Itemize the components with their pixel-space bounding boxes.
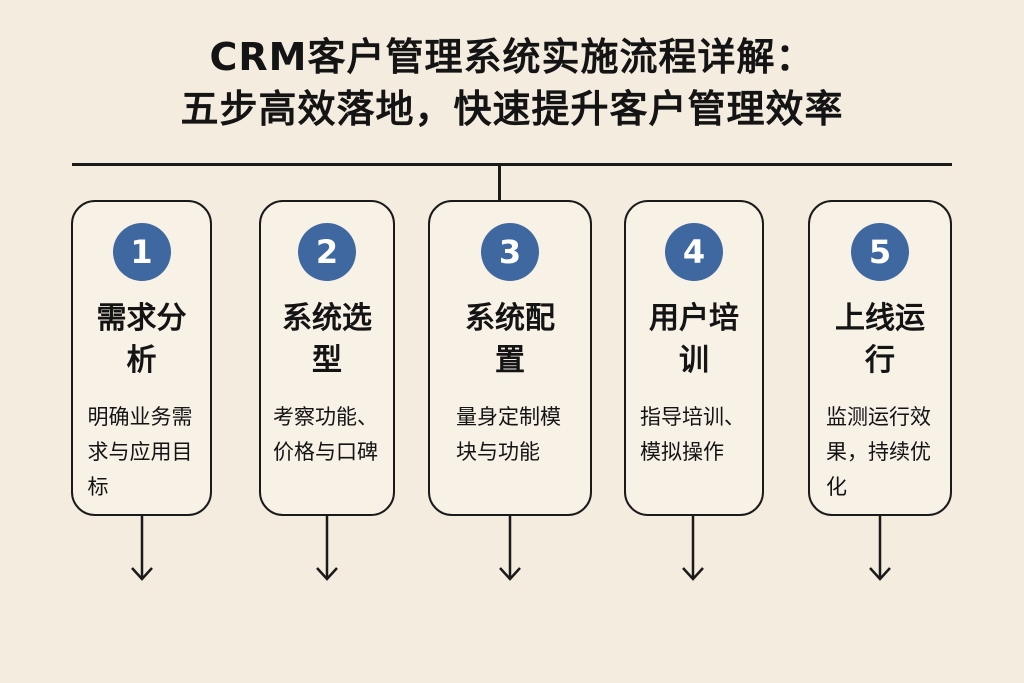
step-number-badge: 5 — [851, 223, 909, 281]
step-number-badge: 4 — [665, 223, 723, 281]
step-description: 考察功能、价格与口碑 — [273, 405, 378, 464]
step-card-5: 5 上线运行 监测运行效果，持续优化 — [808, 200, 952, 516]
arrow-down-icon — [131, 516, 153, 581]
arrow-down-icon — [499, 516, 521, 581]
step-card-4: 4 用户培训 指导培训、模拟操作 — [624, 200, 764, 516]
arrow-down-icon — [682, 516, 704, 581]
page-subtitle: 五步高效落地，快速提升客户管理效率 — [180, 87, 844, 131]
step-title: 系统配置 — [465, 301, 555, 378]
step-number-badge: 1 — [112, 223, 171, 281]
page-title: CRM客户管理系统实施流程详解： — [209, 35, 815, 79]
step-title: 用户培训 — [649, 301, 739, 378]
arrow-down-icon — [869, 516, 891, 581]
step-card-3: 3 系统配置 量身定制模块与功能 — [428, 200, 592, 516]
step-title: 需求分析 — [96, 301, 187, 378]
step-card-2: 2 系统选型 考察功能、价格与口碑 — [259, 200, 395, 516]
step-description: 指导培训、模拟操作 — [640, 405, 745, 464]
top-connector-line — [72, 163, 952, 166]
step-description: 量身定制模块与功能 — [456, 405, 561, 464]
step-description: 监测运行效果，持续优化 — [826, 405, 931, 499]
step-title: 上线运行 — [835, 301, 925, 378]
step-description: 明确业务需求与应用目标 — [87, 405, 193, 499]
center-connector-line — [498, 164, 501, 202]
arrow-down-icon — [316, 516, 338, 581]
step-title: 系统选型 — [282, 301, 372, 378]
step-number-badge: 2 — [298, 223, 356, 281]
step-card-1: 1 需求分析 明确业务需求与应用目标 — [71, 200, 212, 516]
step-number-badge: 3 — [481, 223, 539, 281]
